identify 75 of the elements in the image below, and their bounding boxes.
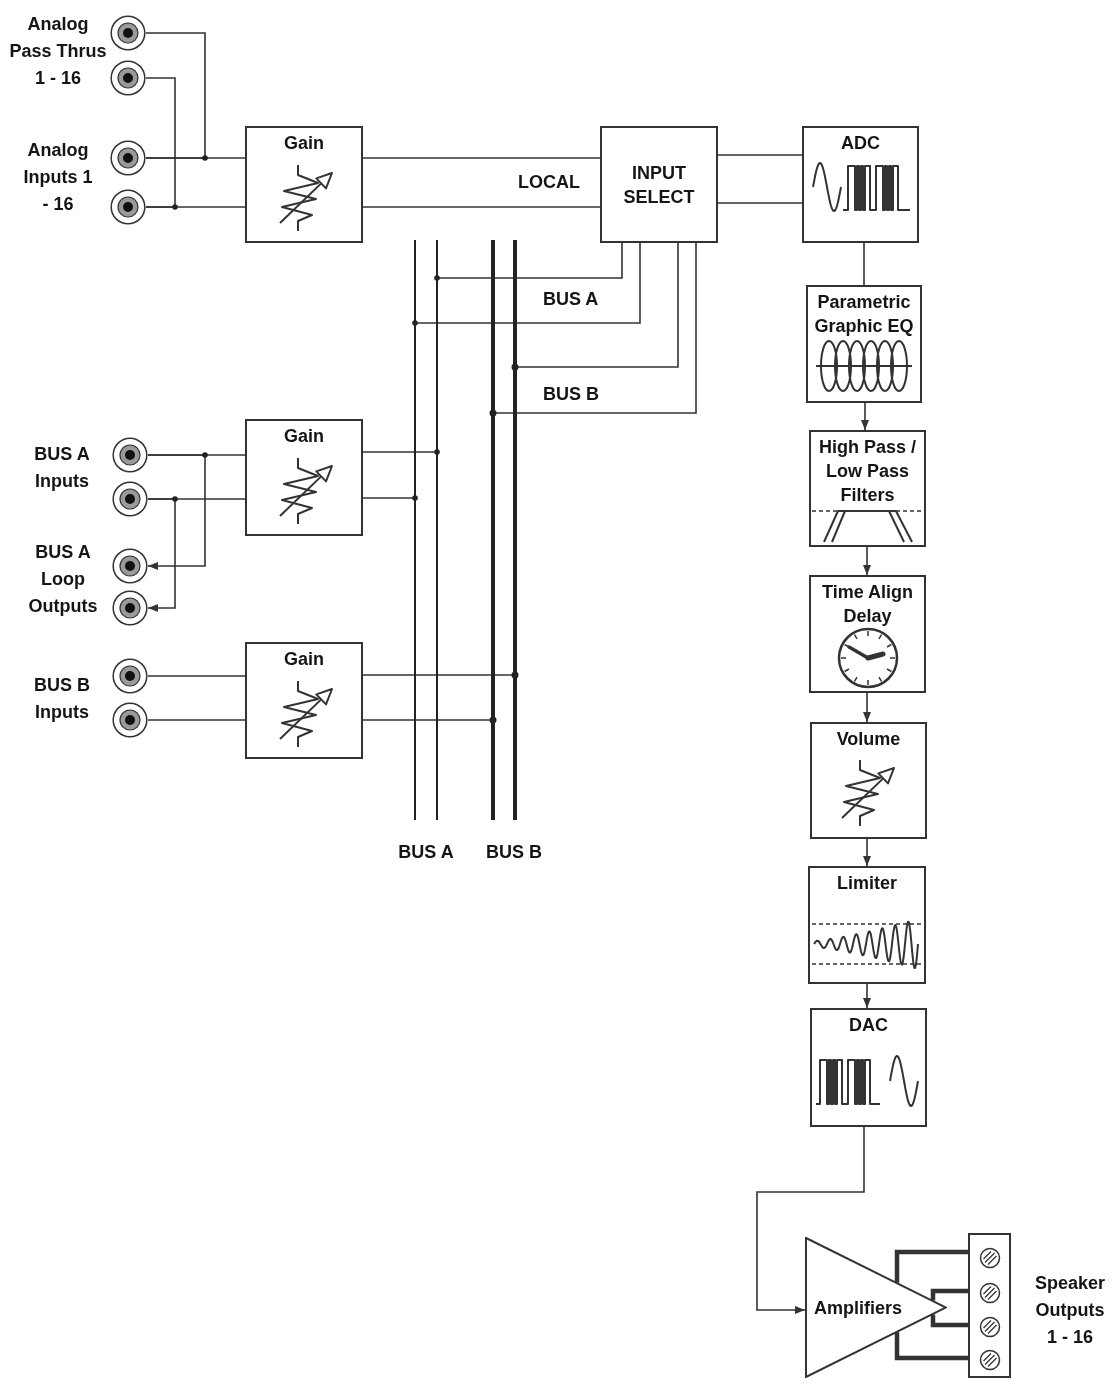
jack-socket [112,437,148,473]
arrow [863,838,871,867]
arrow [861,402,869,431]
connector-line [362,157,601,159]
bus-line [414,240,416,820]
jack-socket [112,702,148,738]
process-box [810,722,927,839]
process-box [809,430,926,547]
arrow [147,454,206,570]
block-title: Parametric Graphic EQ [813,291,915,338]
port-label: BUS A Loop Outputs [27,541,99,618]
connector-line [147,719,246,721]
connector-line [516,242,679,368]
connector-line [362,719,492,721]
jack-socket [112,481,148,517]
connector-line [717,202,803,204]
jack-socket [112,658,148,694]
block-title: Gain [283,425,325,448]
block-title: Limiter [836,872,898,895]
jack-socket [110,60,146,96]
block-title: High Pass / Low Pass Filters [818,436,917,507]
connector-line [930,1314,968,1328]
connector-line [145,32,206,159]
arrow [863,546,871,576]
amplifier-label: Amplifiers [814,1296,903,1320]
jack-socket [110,15,146,51]
process-box [245,642,363,759]
process-box [809,575,926,693]
connector-line [362,674,514,676]
process-box [806,285,922,403]
jack-socket [112,590,148,626]
block-title: INPUT SELECT [622,161,696,209]
process-box [802,126,919,243]
bus-label: BUS B [485,841,543,864]
block-title: Volume [835,728,902,751]
jack-socket [110,140,146,176]
port-label: BUS A Inputs [33,443,91,493]
arrow [147,498,176,612]
connector-line [494,242,697,414]
port-label: BUS B Inputs [33,674,91,724]
process-box [245,419,363,536]
block-title: Time Align Delay [821,581,914,628]
connector-line [894,1332,968,1361]
connector-line [415,242,641,324]
process-box [600,126,718,243]
port-label: Analog Inputs 1 - 16 [22,139,94,216]
edge-label: BUS A [543,288,599,311]
output-label: Speaker Outputs 1 - 16 [1033,1272,1107,1349]
connector-line [147,675,246,677]
process-box [810,1008,927,1127]
edge-label: BUS B [543,383,599,406]
bus-label: BUS A [397,841,455,864]
connector-line [437,242,623,279]
connector-line [362,451,437,453]
block-title: Gain [283,132,325,155]
bus-line [436,240,438,820]
port-label: Analog Pass Thrus 1 - 16 [8,13,108,90]
connector-line [362,206,601,208]
arrow [863,692,871,723]
connector-line [894,1249,968,1283]
jack-socket [110,189,146,225]
block-title: Gain [283,648,325,671]
connector-line [145,77,176,208]
block-title: DAC [848,1014,889,1037]
jack-socket [112,548,148,584]
arrow [756,1126,865,1314]
edge-label: LOCAL [518,171,580,194]
arrow [863,983,871,1009]
connector-line [863,242,865,286]
connector-line [930,1288,968,1301]
block-title: ADC [840,132,881,155]
connector-line [362,497,415,499]
process-box [808,866,926,984]
process-box [245,126,363,243]
connector-line [717,154,803,156]
